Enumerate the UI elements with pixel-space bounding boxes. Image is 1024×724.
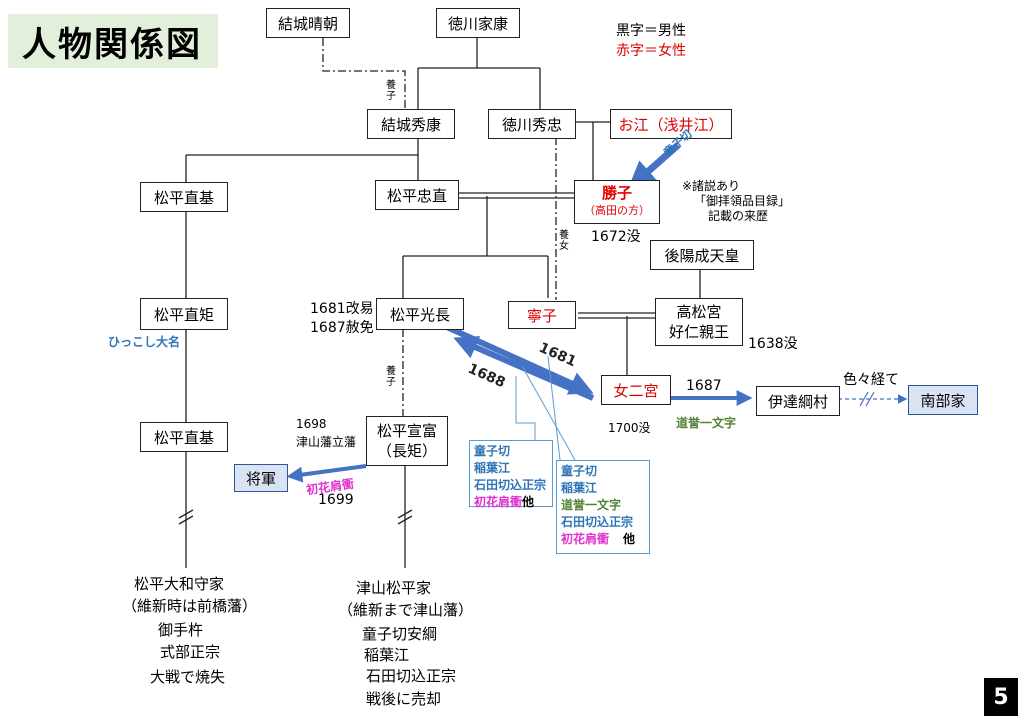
person-date-tsunamura: 伊達綱村	[756, 386, 840, 416]
person-tokugawa-ieyasu: 徳川家康	[436, 8, 520, 38]
kaieki-note-1: 1681改易	[310, 301, 374, 317]
nobutomi-line-1: 松平宣富	[376, 422, 437, 440]
treasure-other: 他	[522, 495, 535, 509]
person-goyozei: 後陽成天皇	[650, 240, 754, 270]
tsuyama-line-2: （維新まで津山藩）	[338, 601, 474, 619]
takamatsu-line-2: 好仁親王	[668, 323, 729, 341]
dougo-ichimonji-label: 道誉一文字	[676, 416, 737, 430]
takamatsu-death: 1638没	[748, 336, 798, 352]
person-matsudaira-tadanao: 松平忠直	[375, 180, 459, 210]
adoption-note-daughter: 養女	[559, 230, 569, 252]
maebashi-line-4: 式部正宗	[160, 643, 221, 661]
treasure-hatsuhana: 初花肩衝	[474, 495, 523, 509]
maebashi-line-2: （維新時は前橋藩）	[122, 597, 258, 615]
treasure-ishida: 石田切込正宗	[474, 478, 547, 492]
year-1687: 1687	[686, 378, 722, 394]
note-shosetsu-1: ※諸説あり	[682, 179, 741, 193]
treasure-doujigiri: 童子切	[474, 444, 511, 458]
tsuyama-line-1: 津山松平家	[356, 579, 432, 597]
legend-male: 黒字＝男性	[616, 23, 686, 39]
treasure-row: 初花肩衝他	[474, 494, 548, 511]
person-matsudaira-naomoto-2: 松平直基	[140, 422, 228, 452]
note-shosetsu-3: 記載の来歴	[708, 209, 769, 223]
maebashi-line-5: 大戦で焼失	[150, 668, 226, 686]
adoption-note-1: 養子	[386, 80, 396, 102]
person-yuki-harutomo: 結城晴朝	[266, 8, 350, 38]
person-matsudaira-nobutomi: 松平宣富 （長矩）	[366, 416, 448, 466]
tsuyama-founded: 津山藩立藩	[296, 435, 357, 449]
treasure-doujigiri: 童子切	[561, 464, 598, 478]
katsuko-death: 1672没	[591, 229, 641, 245]
treasure-inabago: 稲葉江	[474, 461, 511, 475]
katsuko-alias: （高田の方）	[584, 204, 650, 217]
nobutomi-line-2: （長矩）	[376, 442, 437, 460]
treasure-ishida: 石田切込正宗	[561, 515, 634, 529]
person-neiko: 寧子	[508, 301, 576, 329]
person-oe: お江（浅井江）	[610, 109, 732, 139]
tsuyama-line-6: 戦後に売却	[366, 690, 442, 708]
person-matsudaira-naonori: 松平直矩	[140, 298, 228, 330]
kaieki-note-2: 1687赦免	[310, 320, 374, 336]
page-title: 人物関係図	[8, 14, 218, 68]
person-matsudaira-mitsunaga: 松平光長	[376, 298, 464, 330]
treasure-inabago: 稲葉江	[561, 481, 598, 495]
hikkoshi-daimyo: ひっこし大名	[108, 335, 181, 349]
tsuyama-line-3: 童子切安綱	[362, 625, 438, 643]
legend-female: 赤字＝女性	[616, 43, 686, 59]
page-number: 5	[984, 678, 1018, 716]
treasure-list-1688: 童子切 稲葉江 石田切込正宗 初花肩衝他	[469, 440, 553, 509]
takamatsu-line-1: 高松宮	[676, 303, 722, 321]
iroiro-note: 色々経て	[843, 372, 899, 388]
adoption-note-2: 養子	[386, 366, 396, 388]
treasure-hatsuhana: 初花肩衝	[561, 532, 610, 546]
person-onna-ninomiya: 女二宮	[601, 375, 671, 405]
katsuko-name: 勝子	[601, 184, 632, 202]
treasure-dougo: 道誉一文字	[561, 498, 622, 512]
person-katsuko: 勝子 （高田の方）	[574, 180, 660, 224]
treasure-other: 他	[623, 532, 636, 546]
tsuyama-year: 1698	[296, 417, 327, 431]
nanbu-family: 南部家	[908, 385, 978, 415]
maebashi-line-3: 御手杵	[158, 621, 204, 639]
person-takamatsu: 高松宮 好仁親王	[655, 298, 743, 346]
maebashi-line-1: 松平大和守家	[134, 575, 225, 593]
shogun-box: 将軍	[234, 464, 288, 492]
ninomiya-death: 1700没	[608, 421, 651, 435]
tsuyama-line-5: 石田切込正宗	[366, 667, 457, 685]
treasure-list-1681: 童子切 稲葉江 道誉一文字 石田切込正宗 初花肩衝他	[556, 460, 650, 554]
person-tokugawa-hidetada: 徳川秀忠	[488, 109, 576, 139]
person-matsudaira-naomoto: 松平直基	[140, 182, 228, 212]
person-yuki-hideyasu: 結城秀康	[367, 109, 455, 139]
year-1699: 1699	[318, 492, 354, 508]
tsuyama-line-4: 稲葉江	[364, 646, 410, 664]
treasure-row: 初花肩衝他	[561, 531, 645, 548]
note-shosetsu-2: 「御拝領品目録」	[694, 194, 791, 208]
